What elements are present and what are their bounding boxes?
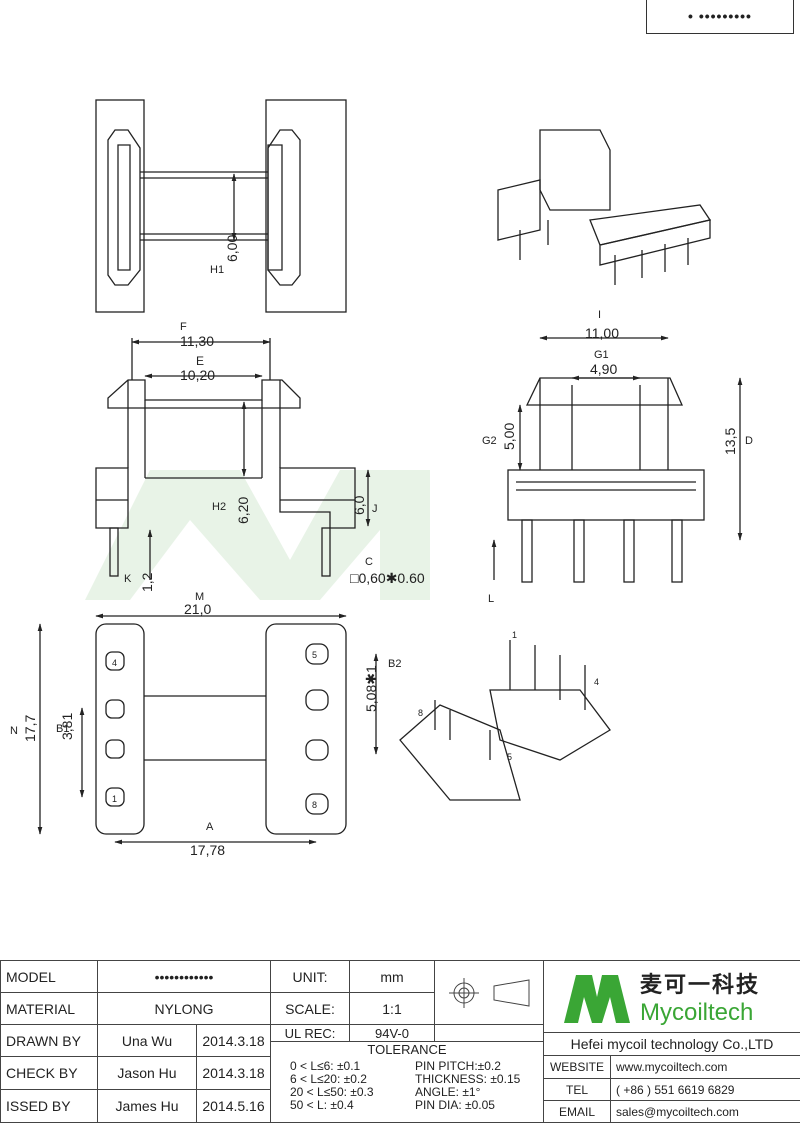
title-block: MODEL •••••••••••• MATERIAL NYLONG DRAWN… [0, 960, 800, 1125]
material-label: MATERIAL [0, 992, 98, 1025]
tol-line: THICKNESS: ±0.15 [415, 1072, 521, 1086]
watermark [85, 470, 430, 600]
dim-b2-label: B2 [388, 658, 401, 670]
logo: 麦可一科技 Mycoiltech [543, 960, 800, 1033]
pin-label-1: 1 [112, 794, 117, 804]
iso-pin-5: 5 [507, 752, 512, 762]
ulrec-value: 94V-0 [349, 1024, 435, 1042]
check-label: CHECK BY [0, 1056, 98, 1090]
dim-n: 17,7 [22, 715, 38, 742]
logo-cn: 麦可一科技 [640, 971, 761, 997]
dim-g2: 5,00 [501, 423, 517, 450]
pin-label-5: 5 [312, 650, 317, 660]
dim-g2-label: G2 [482, 435, 497, 447]
scale-label: SCALE: [270, 992, 350, 1025]
tol-line: ANGLE: ±1° [415, 1085, 481, 1099]
tol-line: PIN DIA: ±0.05 [415, 1098, 495, 1112]
ulrec-label: UL REC: [270, 1024, 350, 1042]
dim-h2-label: H2 [212, 501, 226, 513]
tol-line: 0 < L≤6: ±0.1 [290, 1059, 361, 1073]
dim-d: 13,5 [722, 428, 738, 455]
part-number-box: • ••••••••• [646, 0, 794, 34]
tel-label: TEL [543, 1078, 611, 1101]
model-value: •••••••••••• [97, 960, 271, 993]
tol-line: 50 < L: ±0.4 [290, 1098, 354, 1112]
dim-m: 21,0 [184, 601, 211, 617]
projection-symbol [434, 960, 544, 1025]
dim-h2: 6,20 [235, 497, 251, 524]
dim-h1: 6,00 [224, 235, 240, 262]
check-name: Jason Hu [97, 1056, 197, 1090]
side-view [491, 335, 743, 583]
third-angle-projection-icon [449, 977, 530, 1008]
issued-name: James Hu [97, 1089, 197, 1123]
company-name: Hefei mycoil technology Co.,LTD [543, 1032, 800, 1056]
dim-l-label: L [488, 593, 494, 605]
dim-e-label: E [196, 354, 204, 368]
dim-d-label: D [745, 435, 753, 447]
dim-k: 1,2 [139, 572, 155, 592]
iso-view-top [497, 129, 712, 285]
tol-line: 20 < L≤50: ±0.3 [290, 1085, 374, 1099]
website-label: WEBSITE [543, 1055, 611, 1079]
part-number: • ••••••••• [688, 8, 752, 24]
email-link[interactable]: sales@mycoiltech.com [610, 1100, 800, 1123]
dim-c: □0,60✱0.60 [350, 570, 425, 586]
tol-line: PIN PITCH:±0.2 [415, 1059, 501, 1073]
drawn-date: 2014.3.18 [196, 1024, 271, 1057]
scale-value: 1:1 [349, 992, 435, 1025]
dim-i: 11,00 [585, 325, 619, 341]
issued-label: ISSED BY [0, 1089, 98, 1123]
dim-g1: 4,90 [590, 361, 617, 377]
dim-b1: 3,81 [59, 713, 75, 740]
tolerance-lengths: 0 < L≤6: ±0.1 6 < L≤20: ±0.2 20 < L≤50: … [290, 1060, 374, 1112]
technical-drawing: 6,00 H1 F 11,30 E 10,20 6,20 H2 6,0 J 1,… [10, 99, 753, 858]
mycoiltech-logo-icon [564, 974, 630, 1023]
dim-n-label: N [10, 725, 18, 737]
tolerance-label: TOLERANCE [270, 1041, 544, 1057]
top-view [95, 99, 347, 313]
bottom-view [37, 613, 379, 845]
unit-label: UNIT: [270, 960, 350, 993]
dim-f: 11,30 [180, 333, 214, 349]
drawn-name: Una Wu [97, 1024, 197, 1057]
iso-pin-4: 4 [594, 677, 599, 687]
tel-value: ( +86 ) 551 6619 6829 [610, 1078, 800, 1101]
dim-a: 17,78 [190, 842, 225, 858]
dim-b2: 5,08✱1 [363, 665, 379, 712]
dim-f-label: F [180, 321, 187, 333]
tolerance-pins: PIN PITCH:±0.2 THICKNESS: ±0.15 ANGLE: ±… [415, 1060, 520, 1112]
tolerance-box [270, 1056, 544, 1123]
unit-value: mm [349, 960, 435, 993]
iso-pin-1: 1 [512, 630, 517, 640]
tol-line: 6 < L≤20: ±0.2 [290, 1072, 367, 1086]
material-value: NYLONG [97, 992, 271, 1025]
dim-e: 10,20 [180, 367, 215, 383]
logo-en: Mycoiltech [640, 998, 754, 1026]
check-date: 2014.3.18 [196, 1056, 271, 1090]
dim-b1-label: B1 [56, 723, 69, 735]
dim-h1-label: H1 [210, 264, 224, 276]
front-view [95, 338, 371, 580]
email-label: EMAIL [543, 1100, 611, 1123]
pin-label-8: 8 [312, 800, 317, 810]
issued-date: 2014.5.16 [196, 1089, 271, 1123]
website-link[interactable]: www.mycoiltech.com [610, 1055, 800, 1079]
model-label: MODEL [0, 960, 98, 993]
dim-c-label: C [365, 556, 373, 568]
dim-j-label: J [372, 503, 378, 515]
pin-label-4: 4 [112, 658, 117, 668]
dim-i-label: I [598, 309, 601, 321]
dim-j: 6,0 [351, 495, 367, 515]
dim-g1-label: G1 [594, 349, 609, 361]
drawn-label: DRAWN BY [0, 1024, 98, 1057]
dim-m-label: M [195, 591, 204, 603]
iso-view-bottom [399, 640, 611, 801]
dim-a-label: A [206, 821, 214, 833]
iso-pin-8: 8 [418, 708, 423, 718]
dim-k-label: K [124, 573, 132, 585]
